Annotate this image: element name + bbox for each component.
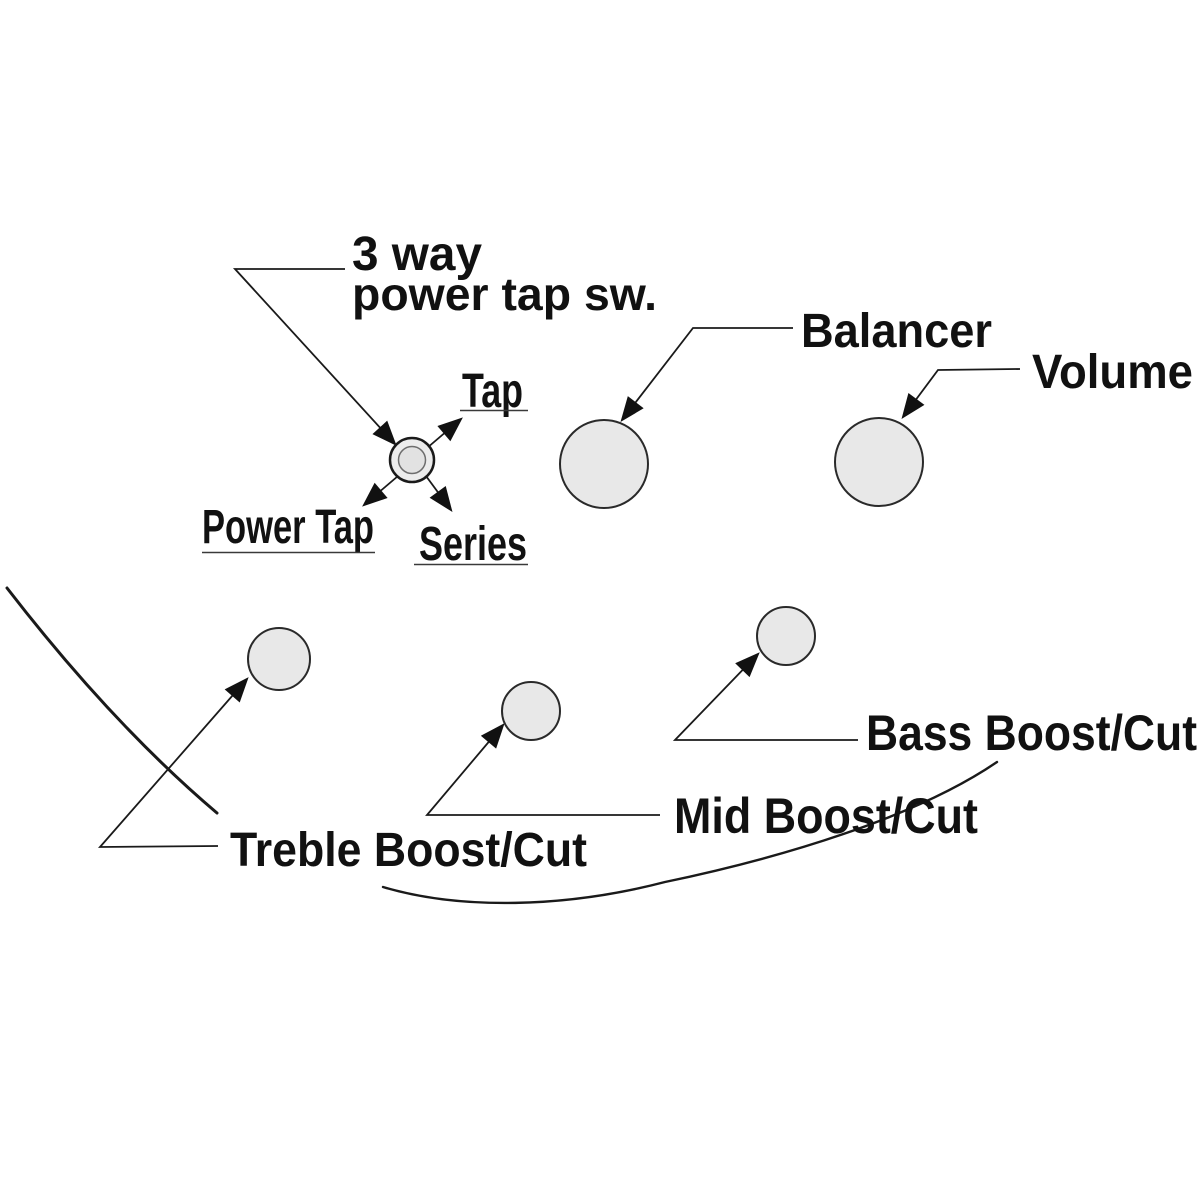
balancer-leader-arrow: [620, 327, 793, 422]
body-outline-arc-left: [5, 586, 219, 815]
power-tap-label: Power Tap: [202, 501, 374, 554]
switch-power-tap-arrow: [362, 475, 399, 507]
switch-label-line2: power tap sw.: [352, 268, 657, 320]
mid-label: Mid Boost/Cut: [674, 788, 978, 844]
series-label: Series: [419, 518, 527, 571]
volume-leader-arrow: [901, 368, 1021, 420]
volume-label: Volume: [1032, 346, 1193, 399]
treble-knob: [247, 627, 311, 691]
bass-label: Bass Boost/Cut: [866, 705, 1197, 761]
balancer-label: Balancer: [801, 305, 992, 358]
power-tap-switch-cap: [397, 445, 427, 475]
bass-leader-arrow: [672, 652, 858, 741]
bass-knob: [756, 606, 816, 666]
body-outline-arc-bottom: [381, 760, 999, 905]
switch-leader-arrow: [232, 268, 397, 446]
balancer-knob: [559, 419, 649, 509]
tap-label: Tap: [462, 365, 523, 418]
mid-knob: [501, 681, 561, 741]
volume-knob: [834, 417, 924, 507]
switch-label-line1: 3 way: [352, 228, 482, 281]
mid-leader-arrow: [425, 723, 660, 816]
switch-tap-arrow: [426, 417, 463, 449]
treble-label: Treble Boost/Cut: [230, 824, 587, 877]
switch-series-arrow: [425, 475, 453, 513]
treble-leader-arrow: [98, 677, 249, 848]
